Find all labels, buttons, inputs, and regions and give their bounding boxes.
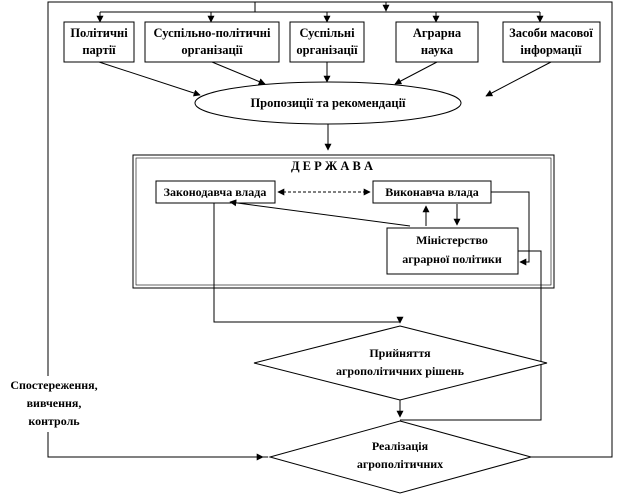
proposal-arrows xyxy=(98,61,552,97)
feedback-label: Спостереження, вивчення, контроль xyxy=(4,376,104,432)
box-socio-political-orgs: Суспільно-політичні організації xyxy=(144,21,280,63)
mass-media-line1: Засоби масової xyxy=(509,26,593,40)
proposals-label: Пропозиції та рекомендації xyxy=(250,96,406,110)
feedback-line1: Спостереження, xyxy=(10,378,97,392)
public-orgs-line2: організації xyxy=(296,43,358,57)
ministry-links xyxy=(229,191,530,266)
decision-node: Прийняття агрополітичних рішень xyxy=(253,325,548,401)
decision-line1: Прийняття xyxy=(369,346,431,360)
top-bus xyxy=(96,2,544,23)
ministry-line1: Міністерство xyxy=(416,233,488,247)
public-orgs-line1: Суспільні xyxy=(299,26,355,40)
state-box: Д Е Р Ж А В А xyxy=(132,154,555,289)
mass-media-line2: інформації xyxy=(520,43,582,57)
political-parties-line1: Політичні xyxy=(70,26,128,40)
implementation-node: Реалізація агрополітичних xyxy=(268,420,533,494)
implementation-line2: агрополітичних xyxy=(357,457,443,471)
agrarian-science-line1: Аграрна xyxy=(413,26,462,40)
agrarian-science-line2: наука xyxy=(421,43,454,57)
state-title: Д Е Р Ж А В А xyxy=(291,159,373,173)
state-to-decision xyxy=(213,203,542,421)
decision-line2: агрополітичних рішень xyxy=(336,364,465,378)
socio-political-orgs-line1: Суспільно-політичні xyxy=(154,26,271,40)
feedback-frame xyxy=(47,1,395,461)
box-political-parties: Політичні партії xyxy=(63,21,135,63)
proposals-node: Пропозиції та рекомендації xyxy=(194,81,462,125)
box-mass-media: Засоби масової інформації xyxy=(502,21,601,63)
political-parties-line2: партії xyxy=(82,43,116,57)
feedback-line3: контроль xyxy=(28,414,80,428)
implementation-line1: Реалізація xyxy=(372,439,429,453)
legislative-label: Законодавча влада xyxy=(164,185,267,199)
ministry-line2: аграрної політики xyxy=(402,252,502,266)
socio-political-orgs-line2: організації xyxy=(181,43,243,57)
right-feedback-line xyxy=(382,1,613,458)
box-agrarian-science: Аграрна наука xyxy=(395,21,479,63)
feedback-line2: вивчення, xyxy=(27,396,82,410)
box-public-orgs: Суспільні організації xyxy=(289,21,365,63)
legislative-node: Законодавча влада xyxy=(155,180,276,204)
executive-label: Виконавча влада xyxy=(385,185,479,199)
ministry-node: Міністерство аграрної політики xyxy=(386,227,519,275)
executive-node: Виконавча влада xyxy=(372,180,492,204)
